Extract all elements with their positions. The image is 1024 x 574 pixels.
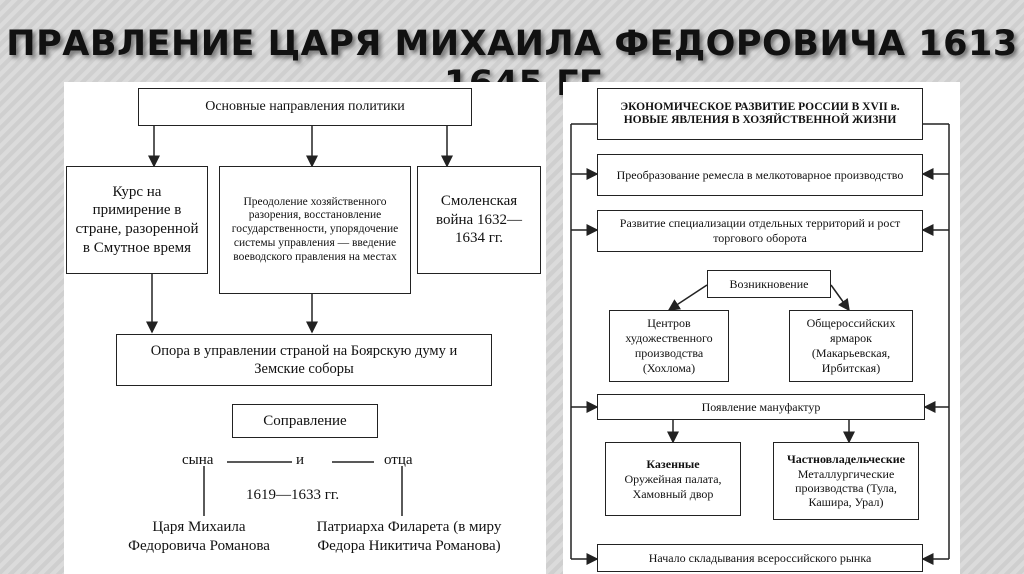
left-connectors [146,126,453,516]
right-diagram-panel: ЭКОНОМИЧЕСКОЕ РАЗВИТИЕ РОССИИ В XVII в. … [563,82,960,574]
patriarch-filaret-label: Патриарха Филарета (в миру Федора Никити… [316,519,502,555]
corule-box: Соправление [232,404,378,438]
private-manufactures-title: Частновладельческие [787,452,905,467]
state-manufactures-box: Казенные Оружейная палата, Хамовный двор [605,442,741,516]
state-manufactures-text: Оружейная палата, Хамовный двор [624,471,722,501]
art-centers-box: Центров художественного производства (Хо… [609,310,729,382]
father-label: отца [384,452,413,468]
and-label: и [296,452,305,468]
all-russian-market-box: Начало складывания всероссийского рынка [597,544,923,572]
craft-transformation-box: Преобразование ремесла в мелкотоварное п… [597,154,923,196]
overcome-ruin-box: Преодоление хозяйственного разорения, во… [219,166,411,294]
fairs-box: Общероссийских ярмарок (Макарьевская, Ир… [789,310,913,382]
state-manufactures-title: Казенные [646,456,700,471]
smolensk-war-box: Смоленская война 1632—1634 гг. [417,166,541,274]
manufactures-box: Появление мануфактур [597,394,925,420]
emergence-box: Возникновение [707,270,831,298]
main-directions-box: Основные направления политики [138,88,472,126]
right-connectors [570,123,950,565]
son-label: сына [182,452,214,468]
specialization-box: Развитие специализации отдельных террито… [597,210,923,252]
years-label: 1619—1633 гг. [246,487,340,503]
course-reconciliation-box: Курс на примирение в стране, разоренной … [66,166,208,274]
private-manufactures-text: Металлургические производства (Тула, Каш… [795,466,897,510]
economic-development-header-box: ЭКОНОМИЧЕСКОЕ РАЗВИТИЕ РОССИИ В XVII в. … [597,88,923,140]
private-manufactures-box: Частновладельческие Металлургические про… [773,442,919,520]
duma-support-box: Опора в управлении страной на Боярскую д… [116,334,492,386]
tsar-mikhail-label: Царя Михаила Федоровича Романова [128,519,270,555]
left-diagram-panel: Основные направления политики Курс на пр… [64,82,546,574]
